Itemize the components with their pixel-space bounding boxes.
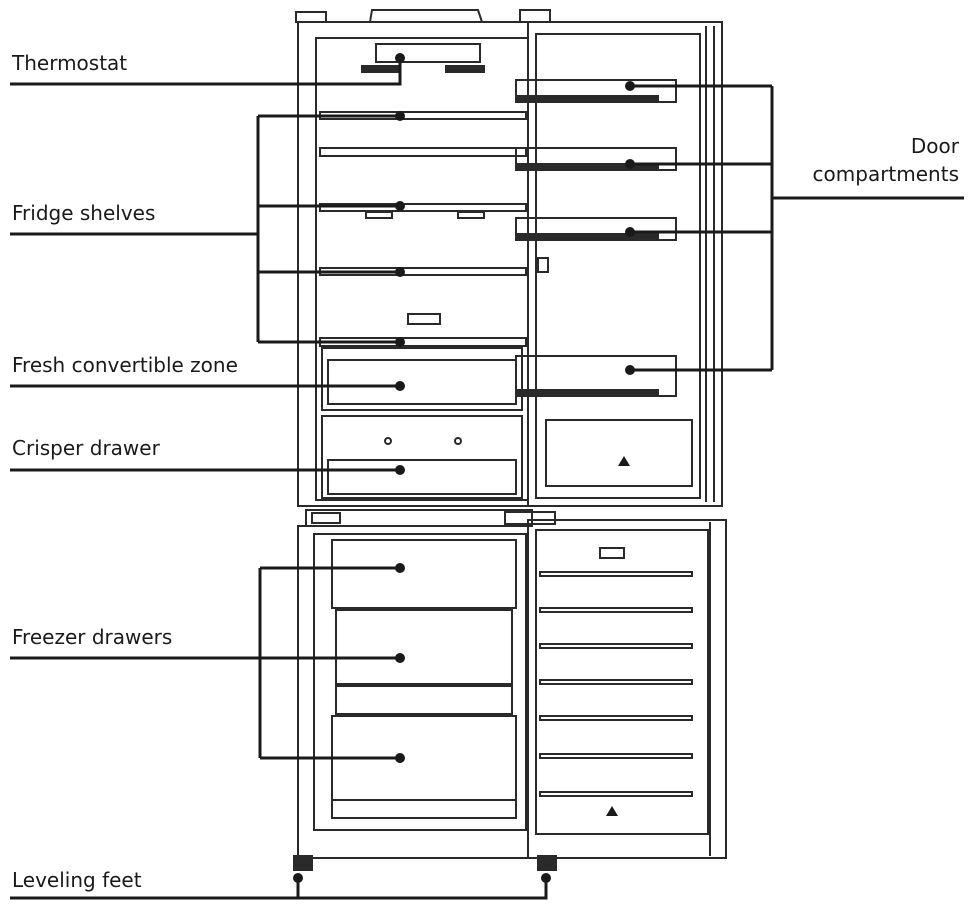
label-freezer-drawers: Freezer drawers [12, 625, 173, 649]
warning-icons [606, 456, 630, 816]
fridge-door [527, 21, 723, 507]
thermostat-panel [375, 43, 481, 63]
freezer-door [527, 519, 727, 859]
leveling-feet-leader [296, 878, 548, 900]
freezer-drawer-shapes [331, 539, 517, 819]
door-compartment-shapes [515, 79, 693, 487]
label-door-compartments-line2: compartments [812, 162, 959, 186]
label-fridge-shelves: Fridge shelves [12, 201, 156, 225]
thermostat-leader [10, 58, 402, 86]
refrigerator-body [293, 9, 727, 871]
callout-lines [10, 58, 964, 900]
label-leveling-feet: Leveling feet [12, 868, 142, 892]
callout-dots [293, 53, 635, 883]
freezer-door-shelves [539, 571, 693, 797]
fresh-zone-drawer [321, 347, 523, 411]
label-thermostat: Thermostat [12, 51, 128, 75]
label-fresh-zone: Fresh convertible zone [12, 353, 238, 377]
label-door-compartments-line1: Door [910, 134, 959, 158]
crisper-drawer-shape [321, 415, 523, 499]
fridge-shelves [319, 111, 527, 347]
foot-left [293, 855, 313, 871]
foot-right [537, 855, 557, 871]
fridge-cabinet [297, 21, 529, 507]
label-crisper: Crisper drawer [12, 436, 160, 460]
